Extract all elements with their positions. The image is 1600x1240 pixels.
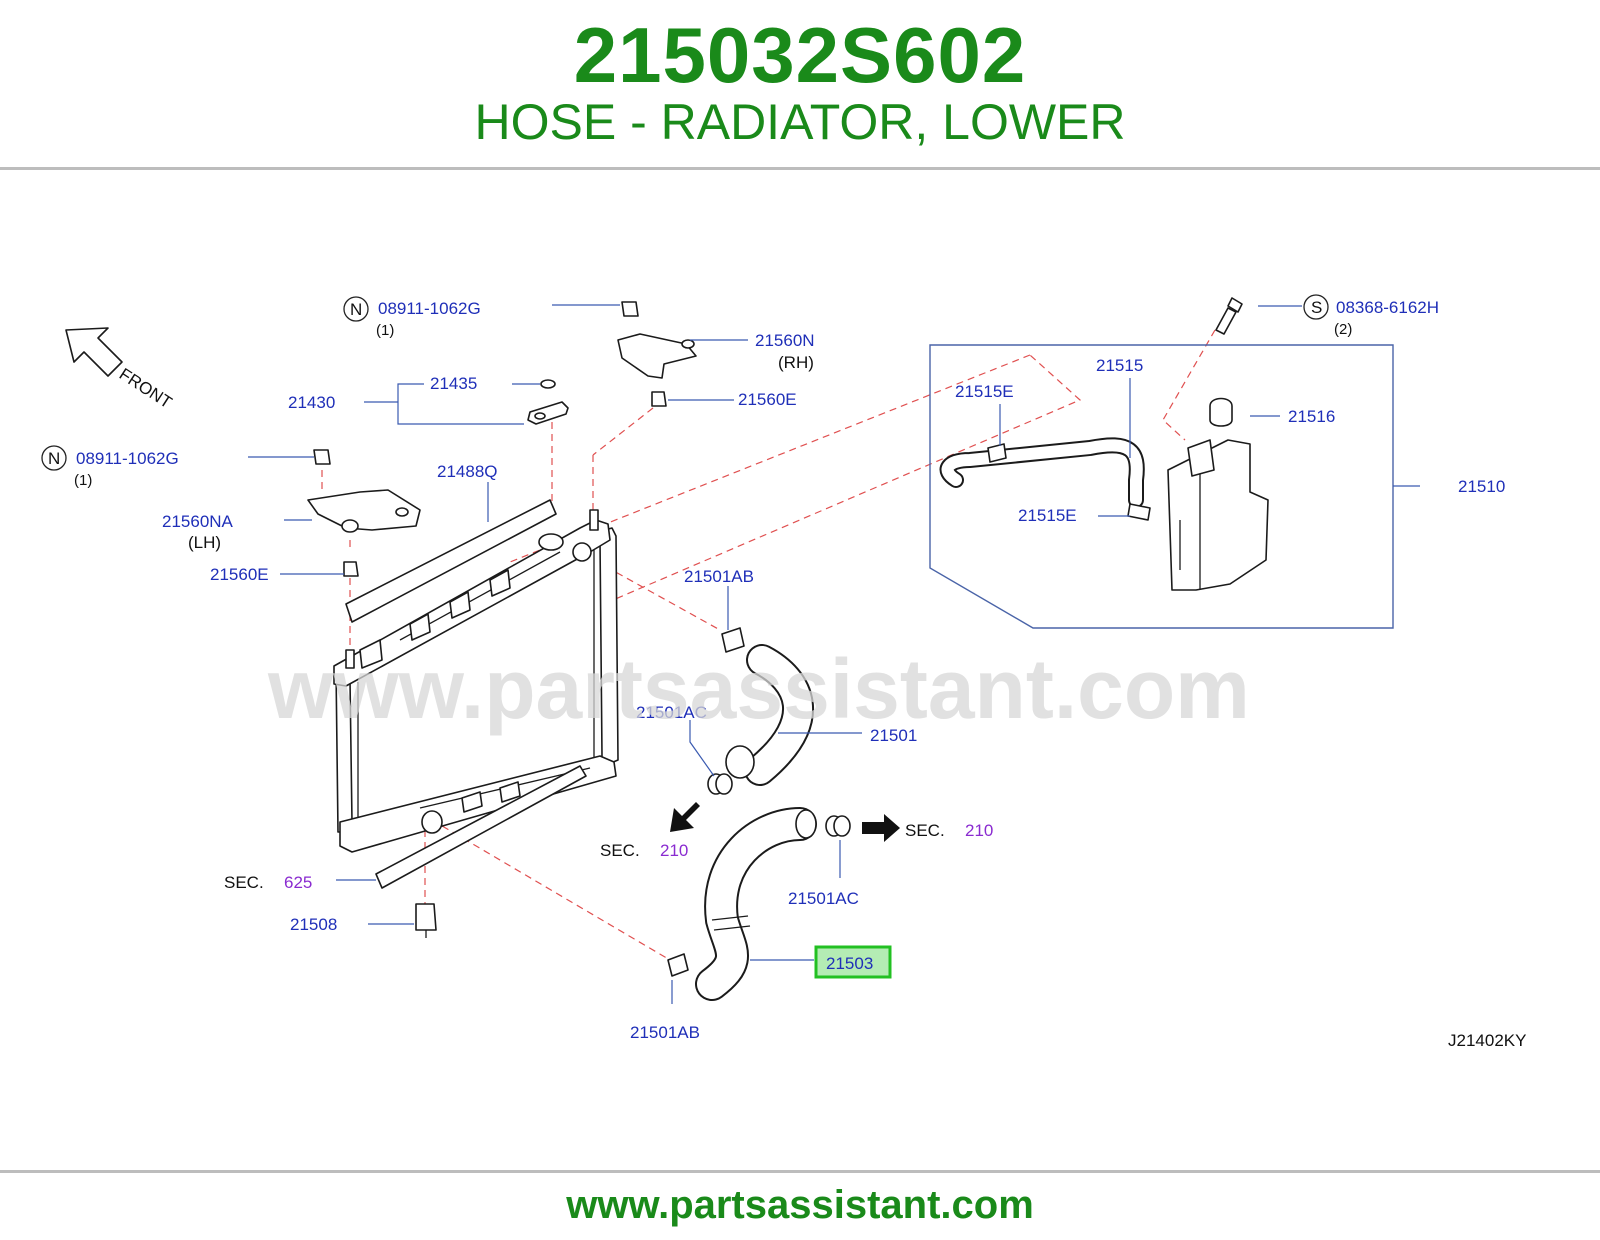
callout-clamp-lower-ab[interactable]: 21501AB [630, 1023, 700, 1042]
reservoir-hose [939, 437, 1145, 508]
bolt [1215, 297, 1243, 335]
callout-nut-top[interactable]: 08911-1062G [378, 299, 481, 318]
nut-top [621, 301, 639, 317]
reservoir-cap [1209, 397, 1233, 427]
radiator-core [333, 509, 619, 853]
footer-url[interactable]: www.partsassistant.com [566, 1183, 1034, 1227]
sec-right-number[interactable]: 210 [965, 821, 993, 840]
callout-hose-clamp-2[interactable]: 21515E [1018, 506, 1077, 525]
page-header: 215032S602 HOSE - RADIATOR, LOWER [0, 0, 1600, 168]
callout-clamp-upper-ac[interactable]: 21501AC [636, 703, 707, 722]
grommet-rh [651, 391, 667, 407]
front-label: FRONT [116, 364, 175, 412]
callout-lower-hose[interactable]: 21503 [826, 954, 873, 973]
callout-clamp-upper-ab[interactable]: 21501AB [684, 567, 754, 586]
arrow-right-icon [862, 814, 900, 842]
grommet-lh [343, 561, 359, 577]
leader-lines [248, 304, 1420, 1004]
sec-left-label: SEC. [600, 841, 640, 860]
callout-mount-lower[interactable]: 21508 [290, 915, 337, 934]
clamp-lower-ac [825, 815, 851, 837]
callout-nut-left[interactable]: 08911-1062G [76, 449, 179, 468]
callout-reservoir-tank[interactable]: 21510 [1458, 477, 1505, 496]
prefix-circle-nut-top [343, 296, 369, 322]
callout-grommet-rh[interactable]: 21560E [738, 390, 797, 409]
qty-nut-left: (1) [74, 472, 92, 489]
sec-left-number[interactable]: 210 [660, 841, 688, 860]
lower-seal-strip [375, 765, 587, 889]
callout-cap-small[interactable]: 21435 [430, 374, 477, 393]
callout-upper-hose[interactable]: 21501 [870, 726, 917, 745]
cap-small [540, 379, 556, 389]
callout-grommet-lh[interactable]: 21560E [210, 565, 269, 584]
sec-625-number[interactable]: 625 [284, 873, 312, 892]
footer-divider [0, 1170, 1600, 1173]
callout-radiator-cap-group[interactable]: 21430 [288, 393, 335, 412]
callout-bolt[interactable]: 08368-6162H [1336, 298, 1439, 317]
prefix-nut-top: N [350, 300, 362, 319]
upper-seal-strip [345, 499, 557, 623]
hose-clamp-1 [987, 443, 1007, 463]
callout-bracket-lh[interactable]: 21560NA [162, 512, 234, 531]
callout-seal-upper[interactable]: 21488Q [437, 462, 498, 481]
front-arrow-icon [65, 327, 123, 377]
mount-lower [415, 903, 437, 938]
cap-plate [527, 401, 569, 425]
hose-clamp-2 [1127, 503, 1151, 521]
header-divider [0, 167, 1600, 170]
part-number-title: 215032S602 [573, 11, 1027, 99]
clamp-upper-ac [707, 773, 733, 795]
callout-clamp-lower-ac[interactable]: 21501AC [788, 889, 859, 908]
lower-hose [695, 807, 817, 1001]
upper-hose [725, 644, 814, 786]
clamp-lower-ab [667, 953, 689, 977]
prefix-circle-bolt [1303, 294, 1329, 320]
bracket-rh [617, 333, 697, 379]
nut-left [313, 449, 331, 465]
watermark: www.partsassistant.com [267, 642, 1250, 736]
callout-bracket-rh[interactable]: 21560N [755, 331, 815, 350]
qty-nut-top: (1) [376, 322, 394, 339]
highlight-box [814, 945, 892, 979]
side-bracket-lh: (LH) [188, 533, 221, 552]
sec-625-label: SEC. [224, 873, 264, 892]
diagram-code: J21402KY [1448, 1031, 1526, 1050]
reservoir-group-frame [929, 344, 1394, 629]
qty-bolt: (2) [1334, 321, 1352, 338]
reservoir-tank [1167, 439, 1269, 591]
callout-hose-clamp-1[interactable]: 21515E [955, 382, 1014, 401]
clamp-upper-ab [721, 627, 745, 653]
bracket-lh [307, 489, 421, 533]
prefix-bolt: S [1311, 298, 1322, 317]
arrow-down-left-icon [670, 802, 700, 832]
callout-reservoir-cap[interactable]: 21516 [1288, 407, 1335, 426]
sec-right-label: SEC. [905, 821, 945, 840]
callout-reservoir-hose[interactable]: 21515 [1096, 356, 1143, 375]
prefix-circle-nut-left [41, 445, 67, 471]
part-description: HOSE - RADIATOR, LOWER [474, 94, 1126, 150]
side-bracket-rh: (RH) [778, 353, 814, 372]
prefix-nut-left: N [48, 449, 60, 468]
